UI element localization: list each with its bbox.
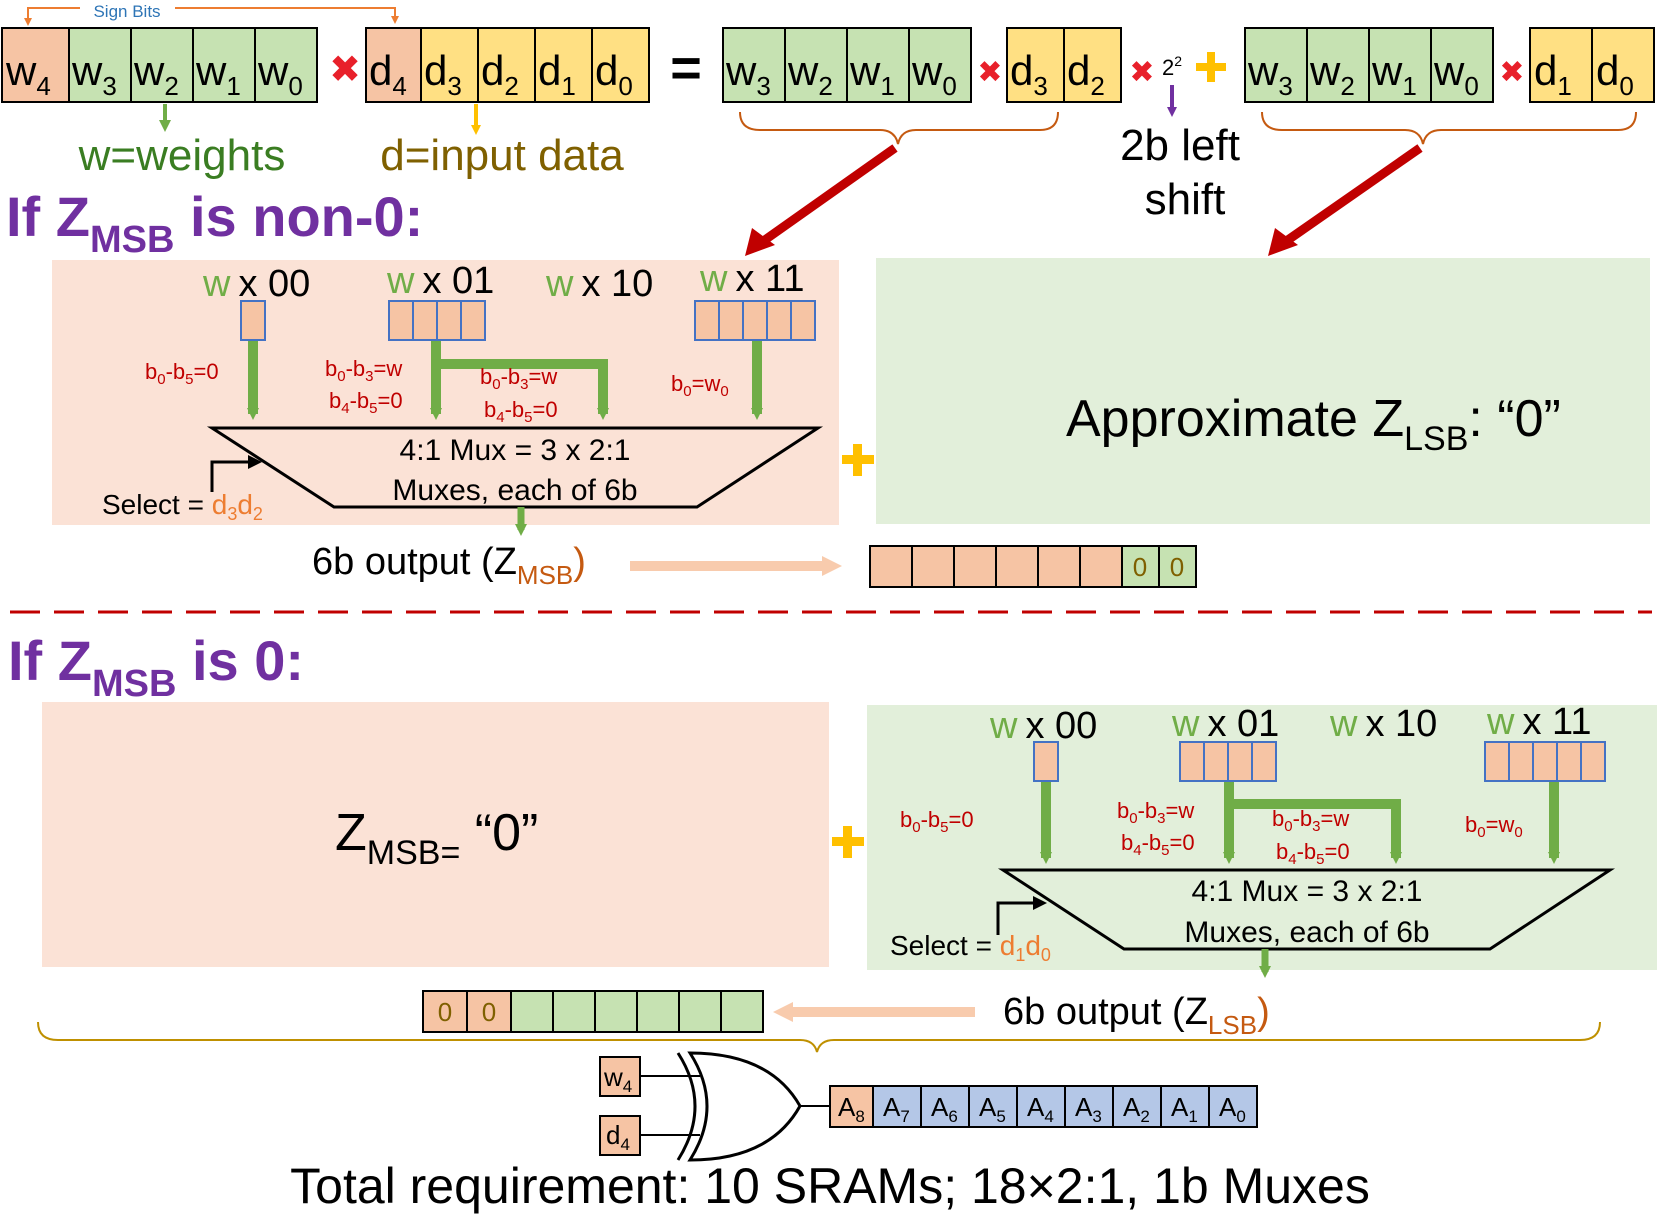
msb-result-register: 0 0 <box>869 545 1197 588</box>
mux2-trapezoid <box>997 868 1616 951</box>
approx-lsb-label: Approximate ZLSB: “0” <box>1066 390 1561 458</box>
total-requirement: Total requirement: 10 SRAMs; 18×2:1, 1b … <box>290 1158 1370 1214</box>
section1-title: If ZMSB is non-0: <box>6 185 423 261</box>
weights-caption: w=weights <box>78 131 286 180</box>
plus-icon-top <box>1196 52 1226 82</box>
mux1-line2: Muxes, each of 6b <box>392 474 637 507</box>
svg-text:0: 0 <box>1170 552 1184 582</box>
plus-icon-1 <box>842 444 874 476</box>
equals-sign: = <box>670 38 702 98</box>
svg-text:w3: w3 <box>725 47 771 101</box>
shift-label-line1: 2b left <box>1120 121 1240 170</box>
sign-bits-label: Sign Bits <box>93 2 160 21</box>
approx-lsb-panel <box>876 258 1650 524</box>
svg-text:b0=w0: b0=w0 <box>671 371 729 400</box>
sign-bits-label-bg <box>80 0 175 20</box>
msb-term-brace <box>739 111 1059 145</box>
weight-cells: w3 w2 w1 w0 <box>68 27 318 103</box>
svg-text:b0=w0: b0=w0 <box>1465 812 1523 841</box>
shift-label-line2: shift <box>1145 175 1226 224</box>
svg-text:b4-b5=0: b4-b5=0 <box>1121 830 1195 859</box>
mux2-line2: Muxes, each of 6b <box>1184 916 1429 949</box>
lsb-product-term: w3 w2 w1 w0 ✖ d1 d0 <box>1244 27 1655 103</box>
mux1-select: Select = d3d2 <box>102 489 263 524</box>
lsb-output-label: 6b output (ZLSB) <box>1003 991 1270 1040</box>
data-cells: d3 d2 d1 d0 <box>420 27 650 103</box>
svg-text:✖: ✖ <box>1499 56 1524 89</box>
red-arrow-lsb <box>1268 144 1423 256</box>
section2-title: If ZMSB is 0: <box>8 629 304 705</box>
combine-brace <box>37 1021 1601 1053</box>
d4-cell <box>365 27 422 103</box>
w4-cell <box>1 27 70 103</box>
svg-text:d0: d0 <box>1596 47 1634 101</box>
msb-zero-panel <box>42 702 829 967</box>
mux2-select: Select = d1d0 <box>890 930 1051 965</box>
msb-output-label: 6b output (ZMSB) <box>312 541 586 590</box>
svg-text:0: 0 <box>482 997 496 1027</box>
xor-back-curve <box>676 1052 697 1161</box>
svg-text:✖: ✖ <box>977 56 1002 89</box>
xor-input-w4: w4 <box>603 1062 632 1096</box>
svg-text:w2: w2 <box>133 47 179 101</box>
red-arrow-msb <box>745 144 898 256</box>
data-caption: d=input data <box>380 131 624 180</box>
mux1-line1: 4:1 Mux = 3 x 2:1 <box>400 434 631 467</box>
mux2-line1: 4:1 Mux = 3 x 2:1 <box>1192 875 1423 908</box>
svg-text:0: 0 <box>1133 552 1147 582</box>
final-output-register: A8 A7 A6 A5 A4 A3 A2 A1 A0 <box>829 1085 1258 1128</box>
svg-text:b0-b3=w: b0-b3=w <box>325 356 402 385</box>
svg-text:b4-b5=0: b4-b5=0 <box>484 397 558 426</box>
xor-gate-block: w4 d4 <box>599 1051 830 1162</box>
equation-row: Sign Bits w4 w3 w2 w1 w0 ✖ d4 d3 d2 d1 d… <box>1 0 1655 256</box>
lsb-result-register: 0 0 <box>422 990 764 1033</box>
power-of-two: 22 <box>1162 53 1182 80</box>
xor-gate-body <box>687 1051 802 1162</box>
msb-product-term: w3 w2 w1 w0 ✖ d3 d2 <box>722 27 1122 103</box>
mux1-trapezoid <box>206 426 824 509</box>
svg-text:w1: w1 <box>849 47 895 101</box>
multiply-icon-2: ✖ <box>1129 56 1154 89</box>
lsb-term-brace <box>1261 111 1637 145</box>
xor-input-d4: d4 <box>606 1120 630 1154</box>
svg-text:b0-b5=0: b0-b5=0 <box>900 807 974 836</box>
svg-text:b0-b5=0: b0-b5=0 <box>145 359 219 388</box>
svg-text:b0-b3=w: b0-b3=w <box>1272 806 1349 835</box>
msb-zero-label: ZMSB= “0” <box>335 804 538 872</box>
plus-icon-2 <box>832 826 864 858</box>
svg-text:b0-b3=w: b0-b3=w <box>1117 798 1194 827</box>
svg-text:b4-b5=0: b4-b5=0 <box>1276 839 1350 868</box>
multiply-icon: ✖ <box>329 49 361 91</box>
svg-text:0: 0 <box>438 997 452 1027</box>
svg-text:b4-b5=0: b4-b5=0 <box>329 388 403 417</box>
svg-text:b0-b3=w: b0-b3=w <box>480 364 557 393</box>
